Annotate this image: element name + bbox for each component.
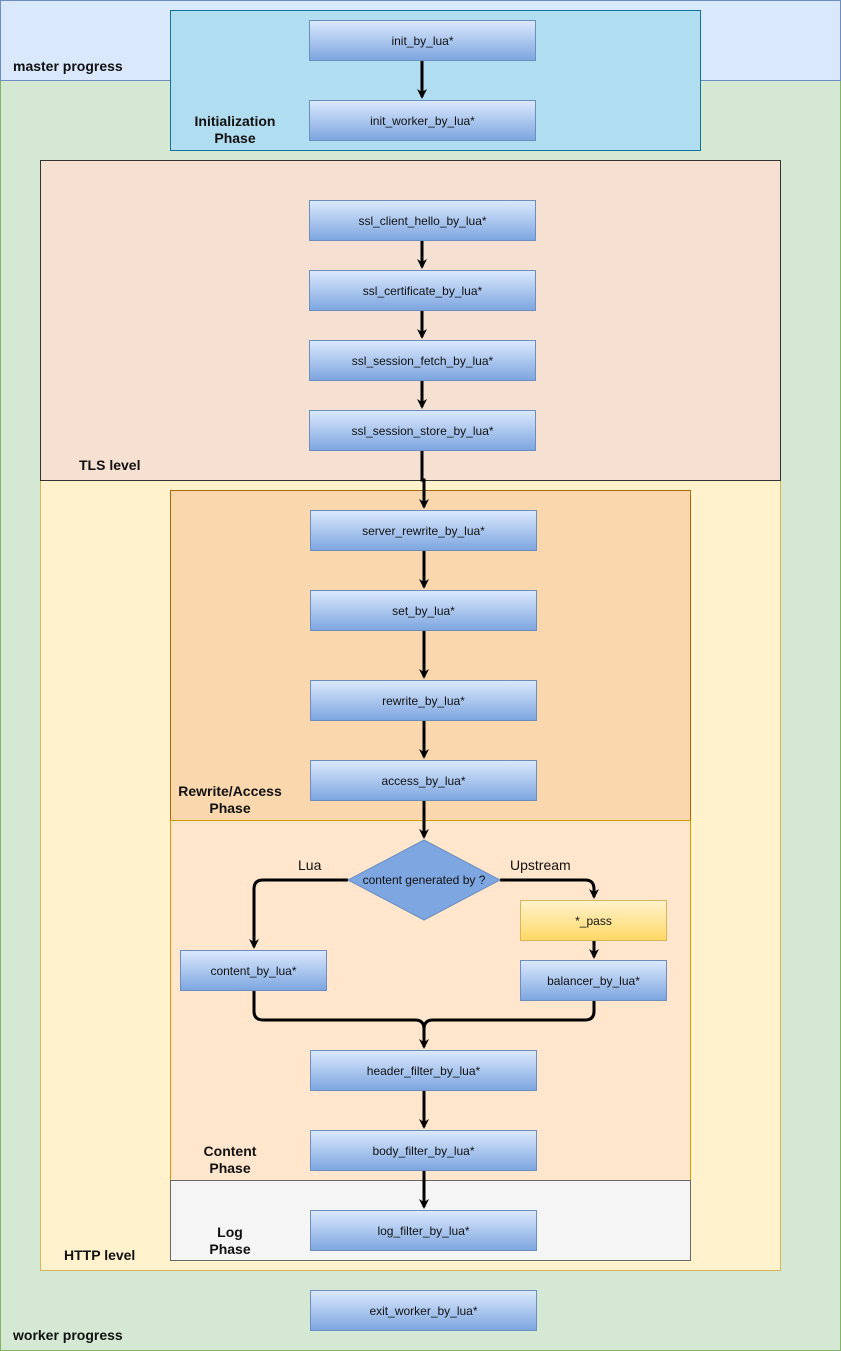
node-server-rewrite-by-lua: server_rewrite_by_lua* [310, 510, 537, 551]
edge-decision-to-content [249, 878, 348, 949]
node-ssl-session-store-by-lua: ssl_session_store_by_lua* [309, 410, 536, 451]
node-body-filter-by-lua: body_filter_by_lua* [310, 1130, 537, 1171]
master-progress-label: master progress [13, 58, 123, 74]
node-ssl-client-hello-by-lua: ssl_client_hello_by_lua* [309, 200, 536, 241]
node-init-worker-by-lua: init_worker_by_lua* [309, 100, 536, 141]
node-log-filter-by-lua: log_filter_by_lua* [310, 1210, 537, 1251]
node-content-by-lua: content_by_lua* [180, 950, 327, 991]
node-rewrite-by-lua: rewrite_by_lua* [310, 680, 537, 721]
node-pass: *_pass [520, 900, 667, 941]
edge-decision-to-pass [500, 878, 599, 899]
node-exit-worker-by-lua: exit_worker_by_lua* [310, 1290, 537, 1331]
node-header-filter-by-lua: header_filter_by_lua* [310, 1050, 537, 1091]
content-phase-label: Content Phase [203, 1143, 257, 1176]
decision-diamond [346, 839, 502, 921]
node-init-by-lua: init_by_lua* [309, 20, 536, 61]
node-ssl-session-fetch-by-lua: ssl_session_fetch_by_lua* [309, 340, 536, 381]
node-access-by-lua: access_by_lua* [310, 760, 537, 801]
edge-session-store-to-server-rewrite [419, 450, 429, 509]
edge-label-lua: Lua [298, 857, 322, 873]
worker-progress-label: worker progress [13, 1327, 123, 1343]
edge-content-to-header-filter [252, 990, 429, 1049]
decision-label: content generated by ? [362, 873, 486, 887]
initialization-phase-label: Initialization Phase [194, 113, 276, 146]
tls-level-label: TLS level [79, 457, 141, 473]
rewrite-access-phase-label: Rewrite/Access Phase [178, 783, 282, 816]
node-balancer-by-lua: balancer_by_lua* [520, 960, 667, 1001]
http-level-label: HTTP level [64, 1247, 136, 1263]
edge-balancer-to-header-filter [422, 1000, 596, 1030]
log-phase-label: Log Phase [209, 1224, 251, 1257]
edge-label-upstream: Upstream [510, 857, 571, 873]
node-set-by-lua: set_by_lua* [310, 590, 537, 631]
node-ssl-certificate-by-lua: ssl_certificate_by_lua* [309, 270, 536, 311]
